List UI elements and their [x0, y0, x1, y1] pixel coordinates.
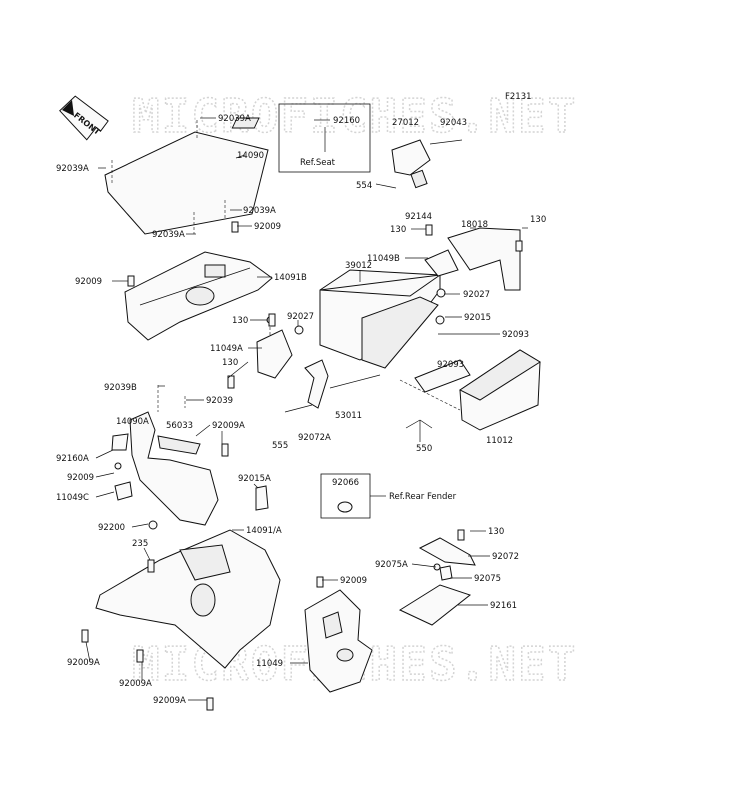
- callout: 130: [530, 215, 546, 225]
- callout: 92039A: [56, 164, 89, 174]
- callout: 11049: [256, 659, 283, 669]
- part-39012-battery-case: [319, 269, 441, 369]
- callout: 555: [272, 441, 288, 451]
- callout: 92009A: [153, 696, 186, 706]
- front-arrow-icon: FRONT: [59, 95, 109, 141]
- callout: 554: [356, 181, 372, 191]
- bolt-icons: [81, 221, 523, 711]
- callout: 92015: [464, 313, 491, 323]
- part-18018-bracket: [447, 227, 521, 291]
- callout: 92161: [490, 601, 517, 611]
- callout: 14091B: [274, 273, 307, 283]
- callout: 11012: [486, 436, 513, 446]
- callout: 92144: [405, 212, 432, 222]
- callout: 92009: [254, 222, 281, 232]
- callout: 92160A: [56, 454, 89, 464]
- part-92072a-clamp: [284, 359, 381, 413]
- callout: 92009A: [212, 421, 245, 431]
- ref-seat-box: [231, 103, 371, 173]
- callout: 14091/A: [246, 526, 282, 536]
- callout: 92160: [333, 116, 360, 126]
- callout: 92009: [340, 576, 367, 586]
- callout: 14090A: [116, 417, 149, 427]
- callout: 92043: [440, 118, 467, 128]
- callout: 92009: [75, 277, 102, 287]
- callout: 27012: [392, 118, 419, 128]
- callout: 11049A: [210, 344, 243, 354]
- callout: 130: [222, 358, 238, 368]
- part-92072-clamp: [418, 537, 476, 581]
- callout: 56033: [166, 421, 193, 431]
- callout: 92009A: [67, 658, 100, 668]
- callout: 92015A: [238, 474, 271, 484]
- callout: 39012: [345, 261, 372, 271]
- callout: 92093: [437, 360, 464, 370]
- ref-seat-label: Ref.Seat: [300, 158, 336, 168]
- callout: 550: [416, 444, 432, 454]
- callout: 92200: [98, 523, 125, 533]
- callout: 92039: [206, 396, 233, 406]
- callout: 92027: [287, 312, 314, 322]
- callout: 11049B: [367, 254, 400, 264]
- callout: 92093: [502, 330, 529, 340]
- callout: 130: [232, 316, 248, 326]
- part-14090a-bracket: [111, 385, 269, 526]
- callout: 14090: [237, 151, 264, 161]
- callout: 53011: [335, 411, 362, 421]
- part-14091a-cover: [95, 529, 281, 669]
- callout: 130: [488, 527, 504, 537]
- part-11049a-bracket: [256, 316, 304, 379]
- callout-labels: 92039A 14090 92039A 92039A 92039A 92009 …: [56, 114, 546, 706]
- callout: 92072A: [298, 433, 331, 443]
- ref-rear-fender-label: Ref.Rear Fender: [389, 492, 457, 502]
- callout: 130: [390, 225, 406, 235]
- part-14091b-tray: [124, 251, 273, 341]
- callout: 92075A: [375, 560, 408, 570]
- figure-code: F2131: [505, 92, 532, 102]
- part-11049b-bracket: [424, 249, 459, 298]
- part-27012-latch: [375, 139, 463, 189]
- callout: 92066: [332, 478, 359, 488]
- callout: 11049C: [56, 493, 89, 503]
- callout: 92039A: [243, 206, 276, 216]
- callout: 92039A: [152, 230, 185, 240]
- callout: 92072: [492, 552, 519, 562]
- part-11049-bracket: [304, 589, 373, 693]
- part-92161-pad: [398, 584, 472, 626]
- ref-rear-fender-box: [320, 473, 386, 519]
- callout: 92027: [463, 290, 490, 300]
- part-14090-plate: [104, 120, 269, 235]
- leader-lines: [85, 117, 528, 701]
- part-92093-pad: [414, 359, 471, 393]
- part-11012-battery: [399, 349, 541, 431]
- callout: 235: [132, 539, 148, 549]
- callout: 92039A: [218, 114, 251, 124]
- callout: 92039B: [104, 383, 137, 393]
- callout: 92009A: [119, 679, 152, 689]
- callout: 92009: [67, 473, 94, 483]
- callout: 92075: [474, 574, 501, 584]
- callout: 18018: [461, 220, 488, 230]
